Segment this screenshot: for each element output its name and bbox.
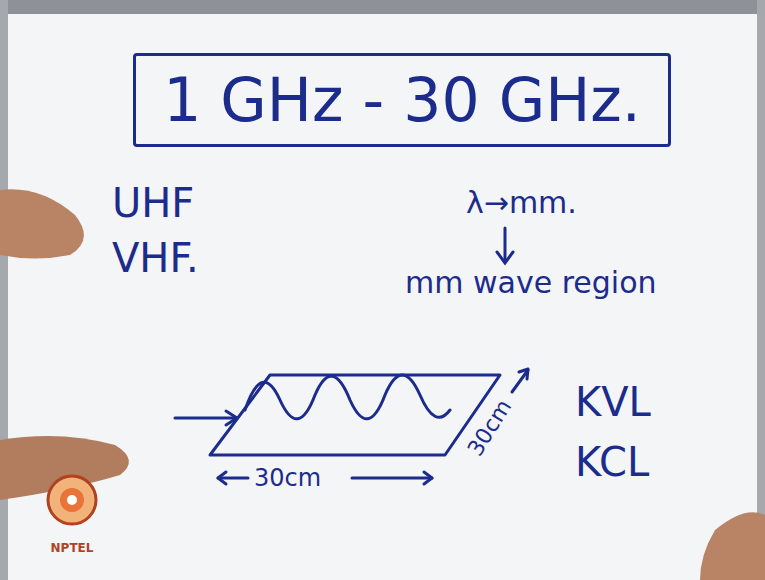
frequency-box: 1 GHz - 30 GHz. xyxy=(133,53,671,147)
nptel-logo xyxy=(48,476,96,524)
handwritten-label: VHF. xyxy=(112,238,199,278)
board-sketch xyxy=(175,369,528,484)
handwritten-label: mm wave region xyxy=(405,268,657,298)
handwritten-label: NPTEL xyxy=(51,542,94,554)
handwritten-label: UHF xyxy=(112,183,194,223)
frequency-range: 1 GHz - 30 GHz. xyxy=(162,70,642,130)
handwritten-label: KVL xyxy=(575,382,651,422)
handwritten-label: λ→mm. xyxy=(466,188,577,218)
hand xyxy=(0,189,84,258)
handwritten-label: 30cm xyxy=(254,466,321,490)
down-arrow xyxy=(497,228,513,263)
board-frame xyxy=(0,0,765,14)
hand xyxy=(700,512,765,580)
handwritten-label: KCL xyxy=(575,442,649,482)
board-frame xyxy=(757,0,765,580)
